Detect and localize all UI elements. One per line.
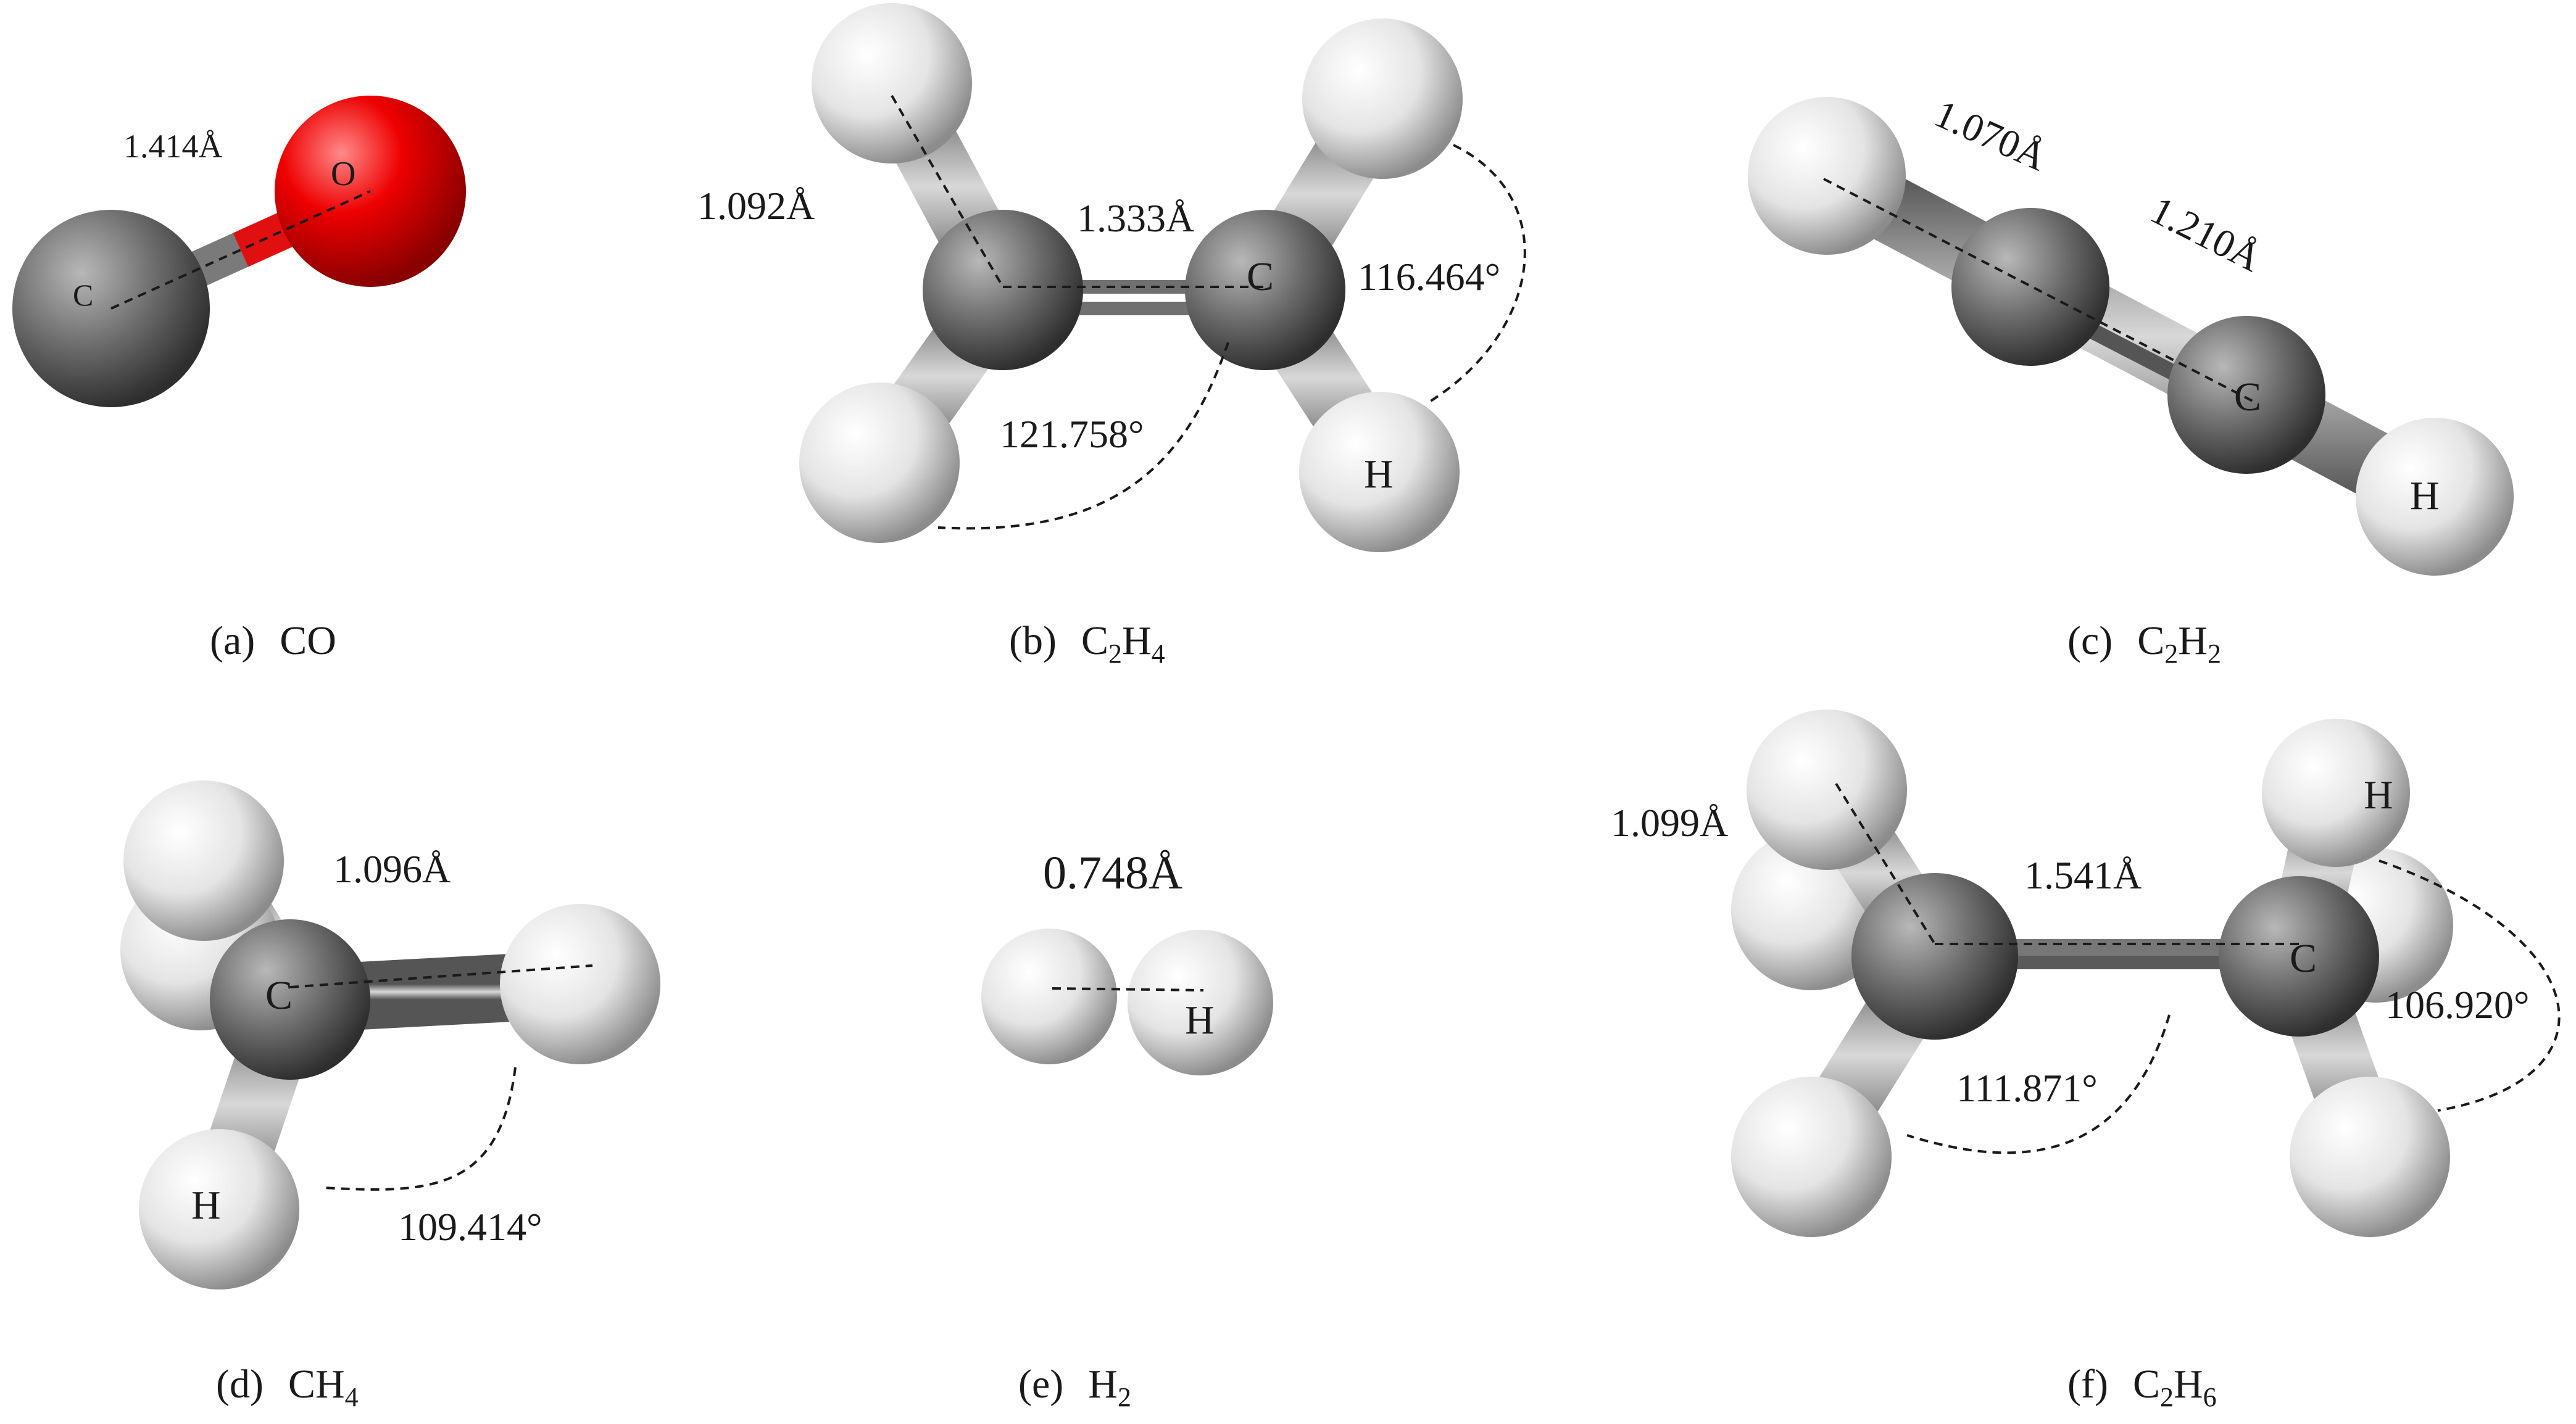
caption-f: (f) C2H6 xyxy=(2067,1362,2217,1412)
carbon-atom xyxy=(1185,210,1345,370)
hcc-angle-arc xyxy=(1906,1014,2171,1154)
hh-distance-line xyxy=(1052,987,1204,991)
linear-bond-backbone xyxy=(1811,146,2451,527)
caption-f-sub2: 6 xyxy=(2203,1382,2217,1412)
hydrogen-atom xyxy=(2262,719,2410,867)
carbon-atom xyxy=(1951,208,2109,366)
hcc-angle: 111.871° xyxy=(1956,1066,2098,1110)
ch-distance-line xyxy=(1835,782,1936,945)
hydrogen-label: H xyxy=(1185,998,1215,1043)
hydrogen-atom xyxy=(1747,710,1907,870)
caption-d-formula: CH xyxy=(288,1362,345,1407)
caption-d-sub: 4 xyxy=(345,1382,359,1412)
caption-b-formula-h: H xyxy=(1122,618,1152,663)
caption-a: (a) CO xyxy=(210,618,336,663)
hydrogen-atom xyxy=(2356,418,2514,576)
caption-e-prefix: (e) xyxy=(1018,1362,1063,1407)
hydrogen-atom xyxy=(1299,392,1460,552)
caption-f-formula-h: H xyxy=(2174,1362,2203,1407)
hydrogen-atom xyxy=(2290,1077,2450,1237)
ch-bond-length: 1.070Å xyxy=(1928,91,2053,179)
caption-f-prefix: (f) xyxy=(2067,1362,2108,1407)
caption-c-formula-h: H xyxy=(2178,618,2208,663)
hydrogen-atom xyxy=(1128,930,1273,1075)
hydrogen-atom xyxy=(981,929,1117,1064)
hydrogen-atom xyxy=(500,904,660,1064)
co-bond-distance-line xyxy=(110,190,371,310)
caption-e-sub: 2 xyxy=(1118,1382,1131,1412)
caption-f-formula-c: C xyxy=(2133,1362,2160,1407)
hch-angle: 106.920° xyxy=(2385,983,2530,1027)
hydrogen-atom xyxy=(139,1129,299,1289)
hh-bond-length: 0.748Å xyxy=(1043,847,1182,899)
caption-b-sub1: 2 xyxy=(1108,639,1122,669)
caption-c-prefix: (c) xyxy=(2067,618,2113,663)
carbon-label: C xyxy=(1247,254,1274,299)
caption-d: (d) CH4 xyxy=(216,1362,359,1412)
cc-bond-length: 1.210Å xyxy=(2144,188,2269,280)
carbon-atom xyxy=(2219,876,2379,1037)
ch-bond-length: 1.099Å xyxy=(1611,801,1728,845)
caption-a-formula: CO xyxy=(280,618,336,663)
hydrogen-label: H xyxy=(1364,452,1394,497)
caption-f-sub1: 2 xyxy=(2160,1382,2174,1412)
panel-c-c2h2: C H 1.070Å 1.210Å (c)C2H2 xyxy=(1748,91,2514,669)
caption-d-prefix: (d) xyxy=(216,1362,264,1407)
caption-b-prefix: (b) xyxy=(1009,618,1057,663)
hch-angle-arc xyxy=(323,1067,517,1191)
carbon-label: C xyxy=(265,973,293,1018)
hydrogen-label: H xyxy=(191,1183,221,1228)
hydrogen-atom xyxy=(123,780,284,941)
hcc-angle: 121.758° xyxy=(1000,412,1144,456)
caption-b-formula-c: C xyxy=(1081,618,1108,663)
hch-angle: 109.414° xyxy=(398,1205,542,1249)
panel-e-h2: H 0.748Å (e)H2 xyxy=(981,847,1273,1412)
caption-b: (b) C2H4 xyxy=(1009,618,1165,669)
caption-c-sub1: 2 xyxy=(2164,639,2178,669)
ch-bond-length: 1.096Å xyxy=(333,847,451,891)
hch-angle-arc xyxy=(1424,144,1526,405)
hydrogen-atom xyxy=(1731,1077,1892,1237)
carbon-atom xyxy=(2167,316,2325,474)
caption-c-formula-c: C xyxy=(2137,618,2164,663)
hydrogen-atom xyxy=(799,383,960,543)
panel-d-ch4: C H 1.096Å 109.414° (d) CH4 xyxy=(120,780,660,1412)
hydrogen-atom xyxy=(1302,19,1463,179)
caption-b-sub2: 4 xyxy=(1152,639,1165,669)
panel-f-c2h6: C H 1.099Å 1.541Å 106.920° 111.871° (f) C… xyxy=(1611,710,2561,1412)
hydrogen-atom xyxy=(812,3,972,164)
oxygen-label: O xyxy=(331,155,355,193)
co-bond-length: 1.414Å xyxy=(123,128,223,165)
ch-distance-line xyxy=(891,94,1004,288)
carbon-label: C xyxy=(2290,936,2317,981)
hch-angle: 116.464° xyxy=(1358,255,1500,299)
hydrogen-atom xyxy=(1748,97,1906,255)
carbon-atom xyxy=(210,919,370,1080)
cch-distance-line xyxy=(1823,178,2253,402)
carbon-atom xyxy=(1851,873,2018,1040)
hch-angle-arc xyxy=(2379,859,2561,1112)
carbon-label: C xyxy=(2234,375,2261,420)
hydrogen-label: H xyxy=(2410,473,2440,518)
carbon-label: C xyxy=(73,278,93,312)
caption-e-formula: H xyxy=(1088,1362,1118,1407)
cc-bond-length: 1.541Å xyxy=(2024,853,2142,897)
carbon-atom xyxy=(923,210,1083,370)
ch-distance-line xyxy=(289,964,593,988)
caption-a-prefix: (a) xyxy=(210,618,255,663)
caption-c-sub2: 2 xyxy=(2208,639,2221,669)
ch-bond-length: 1.092Å xyxy=(697,184,815,228)
panel-b-c2h4: C H 1.092Å 1.333Å 116.464° 121.758° (b) C… xyxy=(697,3,1526,669)
cc-bond-length: 1.333Å xyxy=(1077,196,1194,240)
caption-e: (e) H2 xyxy=(1018,1362,1131,1412)
panel-a-co: C O 1.414Å (a) CO xyxy=(12,96,466,663)
caption-c: (c)C2H2 xyxy=(2067,618,2221,669)
hydrogen-label: H xyxy=(2364,772,2393,818)
